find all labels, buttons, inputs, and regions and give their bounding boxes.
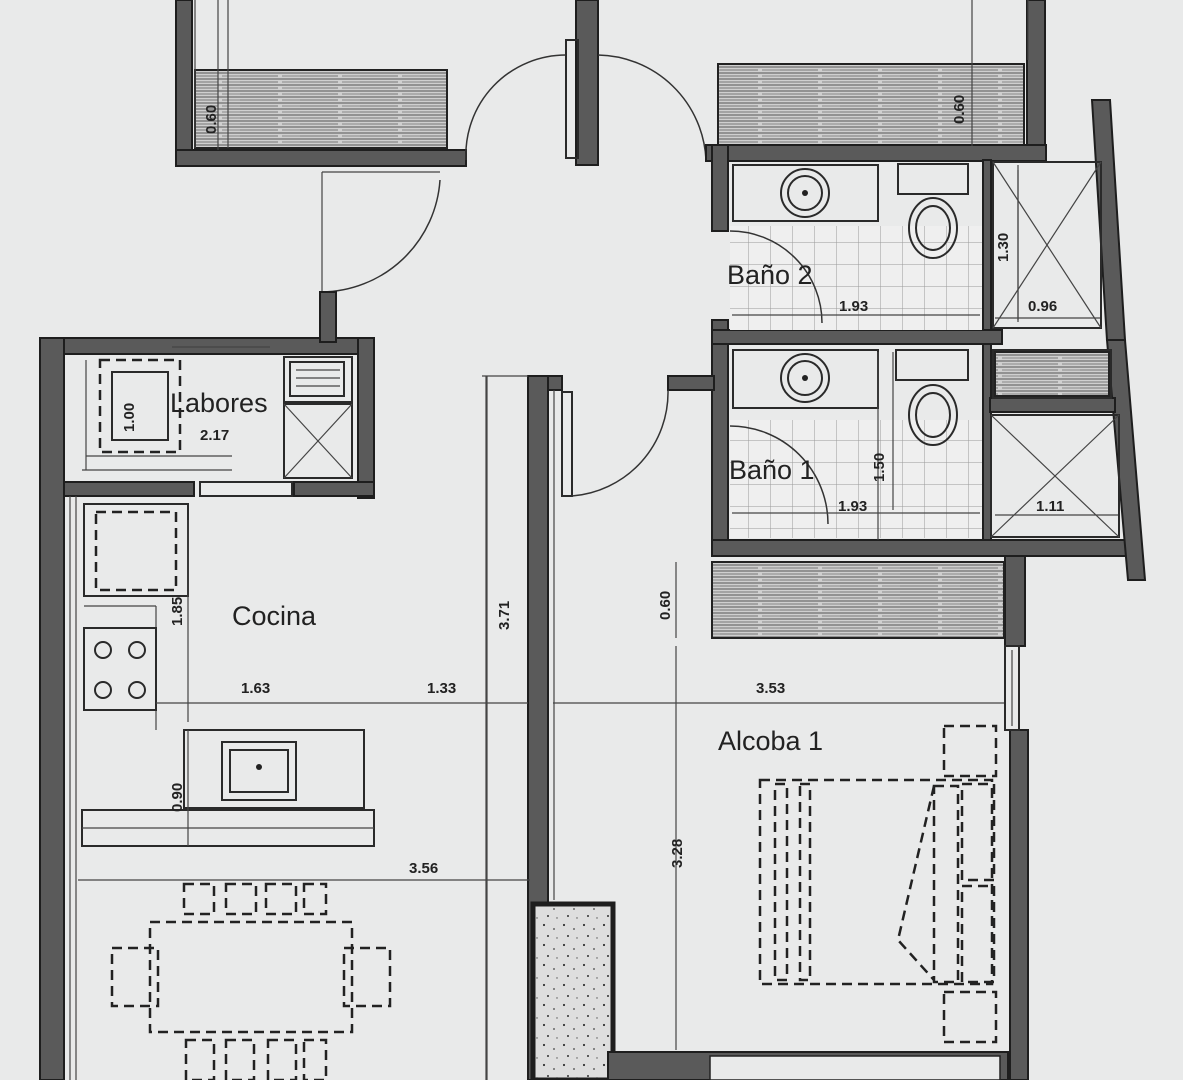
cocina-area: [81, 503, 375, 847]
dining-set: [110, 882, 392, 1080]
dim-bano2-shower-width: 0.96: [1028, 298, 1057, 315]
room-label-labores: Labores: [170, 388, 268, 418]
dimension-labels: 0.60 0.60 1.30 1.93 0.96 1.00 2.17 1.50 …: [121, 95, 1064, 877]
labores-walls: [39, 291, 375, 499]
dim-cocina-depth: 1.85: [169, 597, 186, 626]
exterior-left-wall: [39, 337, 77, 1080]
dim-bano1-width: 1.93: [838, 498, 867, 515]
dim-hall-length: 3.71: [496, 601, 513, 630]
door-swing-top-left: [465, 54, 567, 161]
alcoba1-walls: [607, 555, 1029, 1080]
dim-counter-depth: 0.90: [169, 783, 186, 812]
dim-dining-width: 3.56: [409, 860, 438, 877]
dim-top-left-closet: 0.60: [203, 105, 220, 134]
door-swing-top-right: [597, 54, 707, 161]
top-center-wall: [565, 0, 599, 166]
dim-hall-width: 1.33: [427, 680, 456, 697]
bathrooms-walls: [667, 99, 1147, 581]
top-right-closet: [717, 0, 1046, 147]
dim-alcoba-closet-depth: 0.60: [657, 591, 674, 620]
room-label-bano1: Baño 1: [729, 455, 815, 485]
dim-bano2-width: 1.93: [839, 298, 868, 315]
dimension-lines: [78, 0, 1019, 1080]
bano2-area: [729, 161, 1102, 330]
door-swing-entry: [321, 179, 441, 293]
room-label-alcoba1: Alcoba 1: [718, 726, 823, 756]
hall-walls: [482, 375, 669, 1080]
labores-area: [82, 346, 353, 479]
room-label-bano2: Baño 2: [727, 260, 813, 290]
dim-labores-depth: 1.00: [121, 403, 138, 432]
bed: [758, 724, 998, 1044]
dim-alcoba-depth: 3.28: [669, 839, 686, 868]
room-labels: Baño 2 Baño 1 Labores Cocina Alcoba 1: [170, 260, 823, 756]
dim-bano1-depth: 1.50: [871, 453, 888, 482]
dim-top-right-closet: 0.60: [951, 95, 968, 124]
dim-bano1-shower-width: 1.11: [1036, 498, 1064, 515]
room-label-cocina: Cocina: [232, 601, 317, 631]
dim-labores-width: 2.17: [200, 427, 229, 444]
dim-cocina-width: 1.63: [241, 680, 270, 697]
alcoba1-closet: [711, 561, 1005, 639]
dim-alcoba-width: 3.53: [756, 680, 785, 697]
dim-bano2-shower-depth: 1.30: [995, 233, 1012, 262]
bano1-area: [729, 349, 1120, 540]
top-left-closet: [175, 0, 467, 167]
